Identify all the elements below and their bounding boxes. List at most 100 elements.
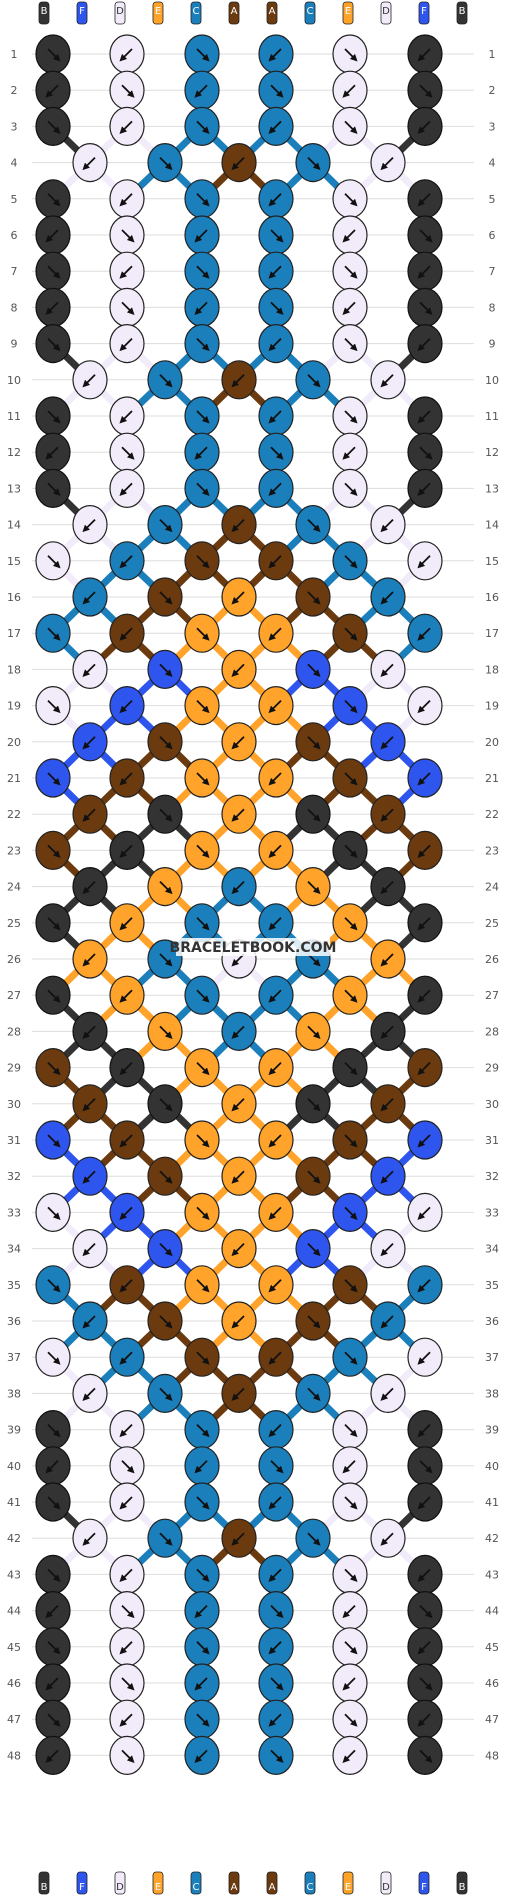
knot [407,70,443,110]
knot-direction-arrow [159,1025,173,1039]
strand-tab [76,1,88,25]
knot [295,1011,331,1052]
knot [370,577,406,617]
knot-direction-arrow [270,446,284,460]
knot [407,541,443,581]
row-number-left: 45 [7,1641,21,1654]
knot-direction-arrow [231,880,245,895]
knot-direction-arrow [344,1134,358,1148]
knot-direction-arrow [196,1134,210,1148]
knot-direction-arrow [342,1749,356,1763]
knot-direction-arrow [196,1423,210,1438]
knot [407,432,443,472]
knot [221,1084,257,1124]
strand-tab [228,1871,240,1895]
row-number-right: 47 [485,1713,499,1726]
row-number-left: 46 [7,1677,21,1690]
knot [407,396,443,436]
knot-direction-arrow [307,374,321,388]
row-number-left: 19 [7,700,21,713]
row-number-right: 11 [485,410,499,423]
knot [407,1590,443,1631]
knot [147,1373,183,1414]
knot-direction-arrow [82,1170,96,1184]
knot [35,251,71,291]
knot-direction-arrow [119,48,133,62]
knot-direction-arrow [380,156,394,171]
knot-direction-arrow [268,989,282,1003]
knot-direction-arrow [47,1423,61,1438]
knot [258,396,294,436]
knot-direction-arrow [159,1387,173,1401]
row-number-left: 18 [7,663,21,676]
knot-direction-arrow [82,663,96,677]
knot [35,1120,71,1160]
knot-direction-arrow [268,1206,282,1220]
knot-direction-arrow [231,736,245,750]
row-number-right: 43 [485,1568,499,1581]
knot-direction-arrow [268,555,282,569]
knot-direction-arrow [119,1134,133,1148]
knot [407,830,443,871]
knot-direction-arrow [119,1351,133,1365]
knot-direction-arrow [380,1098,394,1112]
knot-direction-arrow [268,337,282,352]
row-number-left: 15 [7,555,21,568]
strand-label-top: B [41,6,48,17]
knot-direction-arrow [159,1098,173,1112]
knot-direction-arrow [417,844,431,858]
knot-direction-arrow [417,410,431,424]
knot [332,251,368,291]
knot [258,468,294,508]
knot-direction-arrow [419,446,433,460]
knot-direction-arrow [119,1496,133,1510]
knot [184,1446,220,1486]
knot [258,1590,294,1631]
row-number-left: 39 [7,1424,21,1437]
row-number-left: 48 [7,1749,21,1762]
row-number-right: 7 [489,265,496,278]
knot-direction-arrow [342,1677,356,1691]
knot-direction-arrow [417,265,431,279]
knot [221,577,257,617]
knot [407,324,443,364]
knot-direction-arrow [344,482,358,496]
knot-direction-arrow [268,482,282,496]
knot-direction-arrow [45,301,59,315]
knot [35,975,71,1015]
knot [332,1554,368,1595]
knot [184,251,220,291]
knot [370,1156,406,1196]
row-number-left: 47 [7,1713,21,1726]
knot-direction-arrow [231,518,245,533]
knot [147,143,183,183]
knot [109,1047,145,1088]
knot [407,179,443,219]
knot [184,1265,220,1305]
knot-direction-arrow [344,844,358,858]
knot-direction-arrow [380,1242,394,1257]
knot-direction-arrow [307,1170,321,1184]
strand-tab [418,1871,430,1895]
knot-direction-arrow [268,772,282,786]
knot [109,1120,145,1160]
knot [147,649,183,690]
knot-direction-arrow [307,663,321,677]
knot [407,1446,443,1486]
strand-label-top: D [116,6,124,17]
knot [332,34,368,74]
knot [147,939,183,979]
knot [147,1301,183,1341]
knot [258,685,294,726]
knot-direction-arrow [268,1423,282,1438]
row-number-right: 25 [485,917,499,930]
row-number-left: 33 [7,1206,21,1219]
knot [407,1554,443,1595]
knot [184,432,220,472]
knot-direction-arrow [231,374,245,388]
knot [332,468,368,508]
row-number-left: 28 [7,1025,21,1038]
strand-label-top: B [459,6,466,17]
knot [35,70,71,110]
row-number-left: 5 [11,193,18,206]
